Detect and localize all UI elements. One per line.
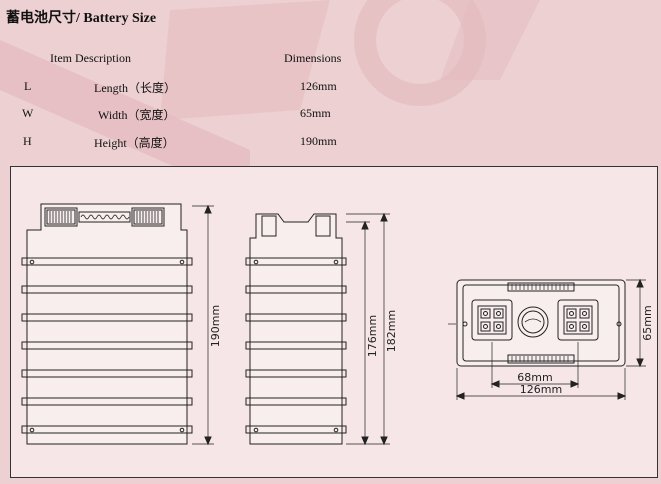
top-view bbox=[448, 278, 646, 400]
row-length-desc: Length（长度） bbox=[94, 81, 176, 95]
row-height-code: H bbox=[23, 134, 32, 148]
row-width-code: W bbox=[22, 106, 34, 120]
header-dimensions: Dimensions bbox=[284, 51, 342, 65]
page-title: 蓄电池尺寸/ Battery Size bbox=[6, 11, 157, 26]
dim-top-length-label: 126mm bbox=[520, 383, 562, 396]
side-view bbox=[245, 212, 390, 446]
dim-front-height-label: 190mm bbox=[209, 305, 222, 347]
row-length-value: 126mm bbox=[300, 79, 337, 93]
row-width-desc: Width（宽度） bbox=[98, 108, 176, 122]
dim-terminal-spacing-label: 68mm bbox=[517, 371, 552, 384]
dim-side-outer-height-label: 182mm bbox=[385, 310, 398, 352]
header-item-description: Item Description bbox=[50, 51, 131, 65]
dim-side-inner-height-label: 176mm bbox=[366, 315, 379, 357]
row-height-value: 190mm bbox=[300, 134, 337, 148]
technical-drawing: 190mm 176mm 182mm 65mm 68mm 126mm bbox=[10, 166, 658, 478]
front-view bbox=[21, 203, 214, 446]
row-length-code: L bbox=[24, 79, 32, 93]
row-width-value: 65mm bbox=[300, 106, 331, 120]
dim-top-width-label: 65mm bbox=[641, 305, 654, 340]
row-height-desc: Height（高度） bbox=[94, 136, 175, 150]
